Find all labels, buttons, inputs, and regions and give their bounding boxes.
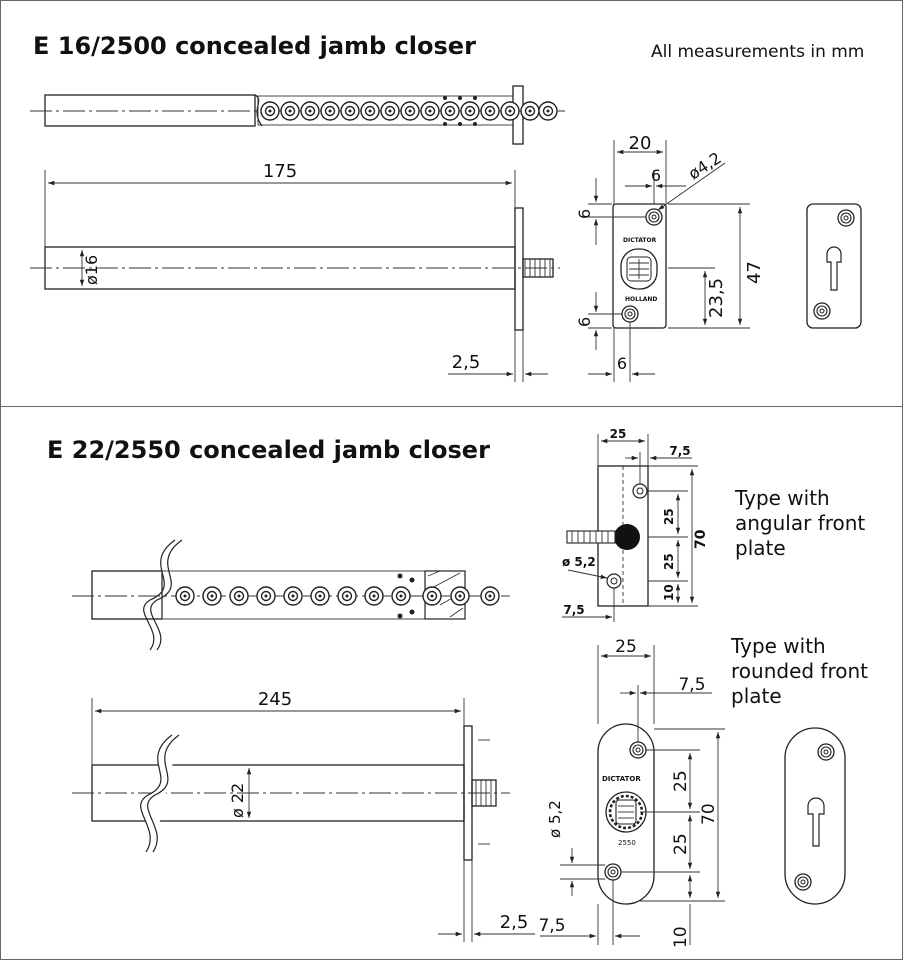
bottom-product-panel xyxy=(0,406,903,960)
type-rounded-label: Type with rounded front plate xyxy=(731,634,868,709)
rounded-width-dim: 25 xyxy=(615,637,637,657)
top-height-dim: 47 xyxy=(744,261,765,284)
top-top-margin-dim: 6 xyxy=(575,209,594,219)
type-angular-line-1: Type with xyxy=(735,486,830,510)
rounded-offset-dim: 7,5 xyxy=(678,675,705,695)
top-side-view-chain xyxy=(30,85,565,145)
top-length-dim: 175 xyxy=(263,161,297,182)
bottom-plate-brand: DICTATOR xyxy=(602,775,641,783)
top-product-title: E 16/2500 concealed jamb closer xyxy=(33,32,476,60)
top-plate-origin: HOLLAND xyxy=(625,296,657,303)
top-plate-width-dim: 20 xyxy=(629,133,652,154)
type-rounded-line-3: plate xyxy=(731,684,782,708)
top-product-panel xyxy=(0,0,903,407)
angular-hole-dim: ø 5,2 xyxy=(562,555,596,569)
bottom-plate-thickness-dim: 2,5 xyxy=(500,912,529,933)
angular-height-dim: 70 xyxy=(693,529,709,549)
bottom-length-dim: 245 xyxy=(258,689,292,710)
angular-offset-dim: 7,5 xyxy=(669,444,690,458)
type-rounded-line-1: Type with xyxy=(731,634,826,658)
top-chain-links xyxy=(260,101,558,121)
top-strike-plate xyxy=(806,203,862,329)
bottom-product-title: E 22/2550 concealed jamb closer xyxy=(47,436,490,464)
type-angular-line-3: plate xyxy=(735,536,786,560)
bottom-side-view-body xyxy=(72,698,535,942)
top-bottom-offset-dim: 6 xyxy=(617,354,627,373)
bottom-side-view-chain xyxy=(72,539,510,651)
bottom-strike-plate xyxy=(784,727,846,905)
top-side-view-body xyxy=(30,170,560,382)
angular-half-top-dim: 25 xyxy=(662,508,676,525)
top-diameter-dim: ø16 xyxy=(82,255,101,285)
rounded-hole-dim: ø 5,2 xyxy=(546,800,564,838)
type-angular-label: Type with angular front plate xyxy=(735,486,865,561)
bottom-angular-plate xyxy=(562,434,698,622)
angular-bottom-dim: 10 xyxy=(662,584,676,601)
rounded-bottom-dim: 10 xyxy=(671,926,691,948)
type-angular-line-2: angular front xyxy=(735,511,866,535)
top-hole-diameter-dim: ø4,2 xyxy=(685,148,725,183)
bottom-plate-model: 2550 xyxy=(618,839,636,847)
top-half-height-dim: 23,5 xyxy=(706,278,727,318)
rounded-height-dim: 70 xyxy=(699,803,719,825)
bottom-diameter-dim: ø 22 xyxy=(228,783,247,818)
rounded-left-offset-dim: 7,5 xyxy=(538,916,565,936)
top-front-plate xyxy=(588,140,750,382)
top-bottom-margin-dim: 6 xyxy=(575,317,594,327)
rounded-half-top-dim: 25 xyxy=(671,770,691,792)
angular-width-dim: 25 xyxy=(610,427,627,441)
bottom-rounded-plate xyxy=(540,645,725,945)
angular-half-bottom-dim: 25 xyxy=(662,553,676,570)
top-plate-brand: DICTATOR xyxy=(623,237,657,244)
angular-left-offset-dim: 7,5 xyxy=(563,603,584,617)
rounded-half-bottom-dim: 25 xyxy=(671,833,691,855)
measurement-note: All measurements in mm xyxy=(651,42,865,62)
top-plate-thickness-dim: 2,5 xyxy=(452,352,481,373)
top-hole-offset-dim: 6 xyxy=(651,166,661,185)
type-rounded-line-2: rounded front xyxy=(731,659,869,683)
